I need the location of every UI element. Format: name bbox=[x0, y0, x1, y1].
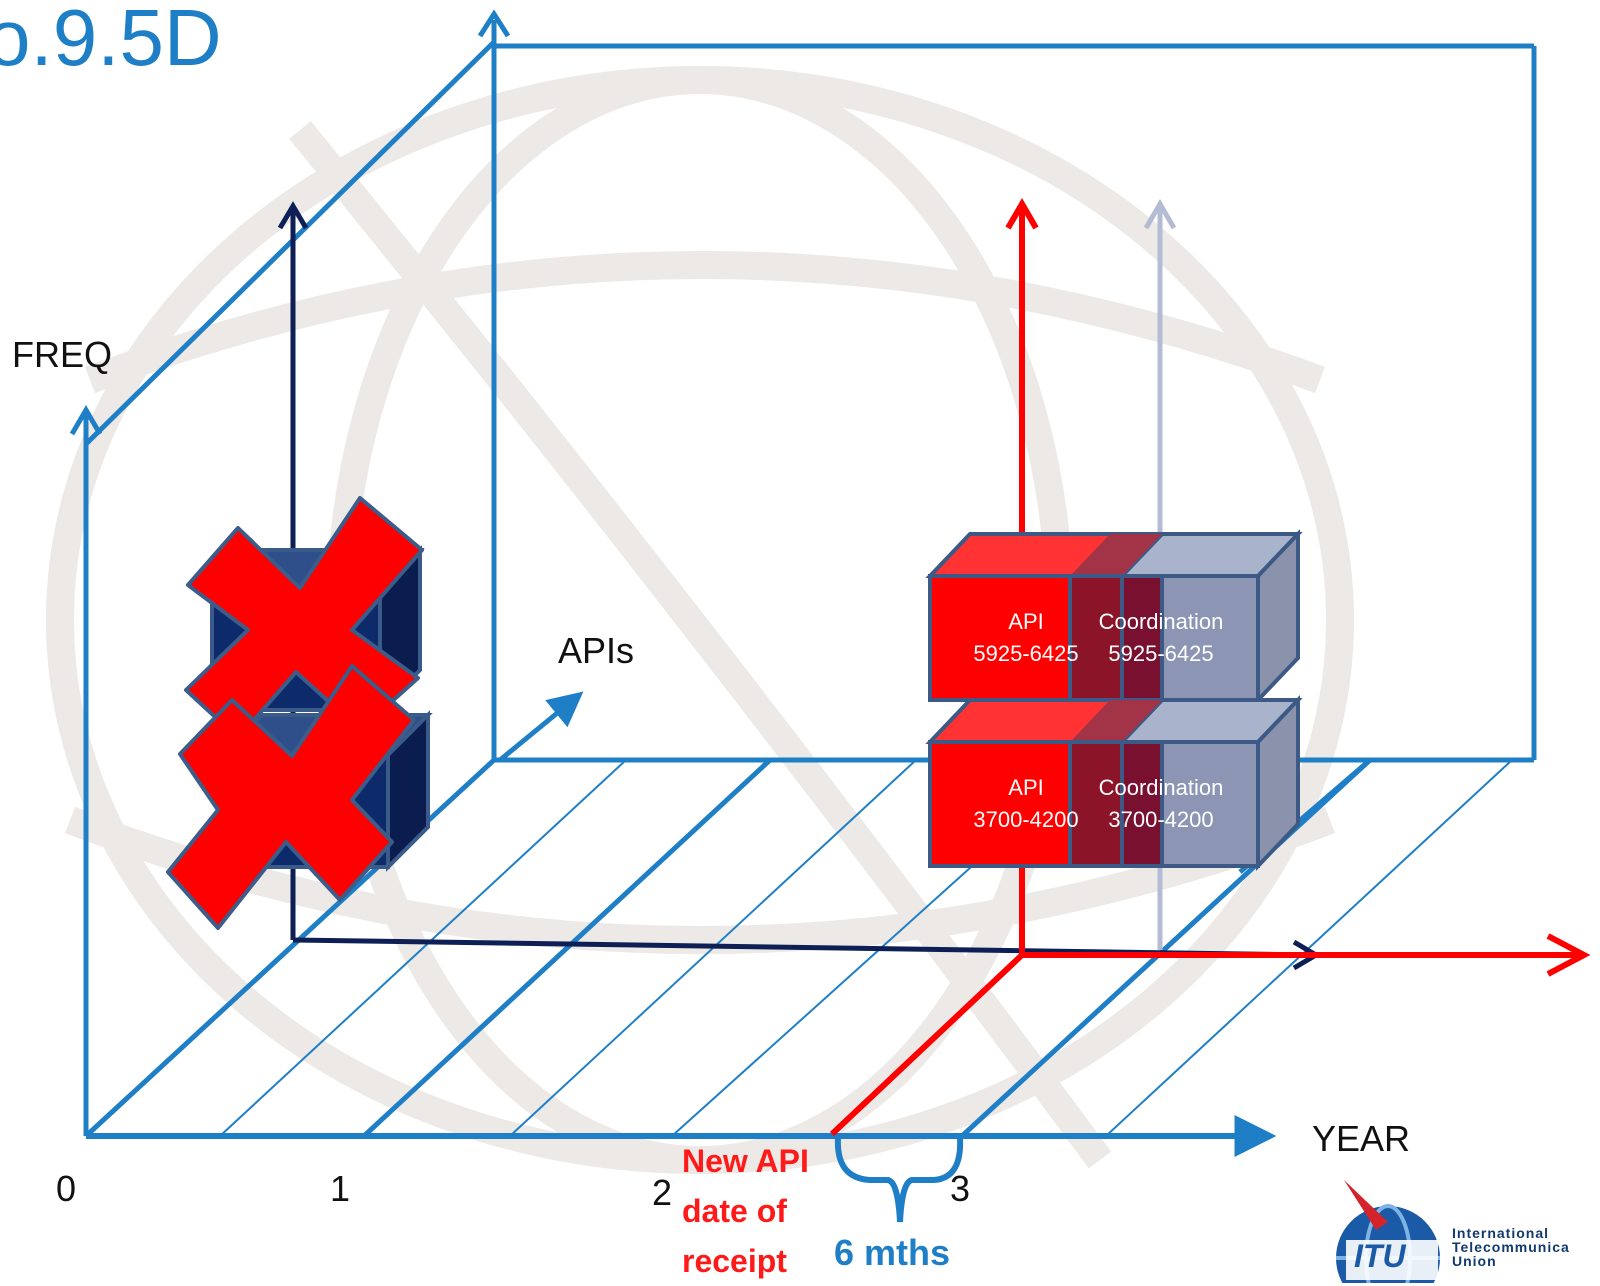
itu-logo-text: International Telecommunica Union bbox=[1452, 1226, 1570, 1268]
itu-logo-line: Union bbox=[1452, 1253, 1497, 1269]
note-line: receipt bbox=[682, 1243, 787, 1279]
coordination-box-range: 5925-6425 bbox=[1108, 641, 1214, 666]
itu-logo-mark: ITU bbox=[1354, 1238, 1406, 1274]
apis-axis-arrow bbox=[498, 691, 584, 762]
api-box-range: 5925-6425 bbox=[973, 641, 1079, 666]
itu-logo-line: International bbox=[1452, 1225, 1550, 1241]
coordination-box-title: Coordination bbox=[1098, 775, 1224, 800]
new-api-note: New API date of receipt bbox=[682, 1136, 809, 1286]
itu-logo bbox=[1336, 1180, 1440, 1283]
itu-logo-line: Telecommunica bbox=[1452, 1239, 1570, 1255]
period-label: 6 mths bbox=[834, 1232, 951, 1273]
api-box-range: 3700-4200 bbox=[973, 807, 1079, 832]
api-box-title: API bbox=[1008, 609, 1044, 634]
coordination-box-title: Coordination bbox=[1098, 609, 1224, 634]
year-axis-label: YEAR bbox=[1312, 1118, 1411, 1159]
back-wall bbox=[83, 20, 1537, 1136]
tick-label: 3 bbox=[950, 1168, 971, 1209]
period-brace bbox=[834, 1137, 964, 1223]
api-box-title: API bbox=[1008, 775, 1044, 800]
page-title: o.9.5D bbox=[0, 0, 222, 82]
globe-watermark bbox=[46, 66, 1354, 1174]
coordination-box-top-label: Coordination 5925-6425 bbox=[1086, 606, 1236, 670]
tick-label: 2 bbox=[652, 1172, 673, 1213]
api-box-top-label: API 5925-6425 bbox=[956, 606, 1096, 670]
tick-label: 1 bbox=[330, 1168, 351, 1209]
coordination-box-bottom-label: Coordination 3700-4200 bbox=[1086, 772, 1236, 836]
freq-arrow-head bbox=[69, 405, 103, 436]
freq-axis-label: FREQ bbox=[12, 334, 113, 375]
new-api-cubes bbox=[925, 529, 1303, 871]
tick-label: 0 bbox=[56, 1168, 77, 1209]
apis-axis-label: APIs bbox=[558, 630, 635, 671]
cross-icon bbox=[166, 664, 416, 930]
coordination-box-range: 3700-4200 bbox=[1108, 807, 1214, 832]
api-box-bottom-label: API 3700-4200 bbox=[956, 772, 1096, 836]
note-line: New API bbox=[682, 1143, 809, 1179]
cancel-x-marks bbox=[166, 496, 424, 930]
apis-wall-arrow-head bbox=[477, 9, 511, 38]
note-line: date of bbox=[682, 1193, 787, 1229]
